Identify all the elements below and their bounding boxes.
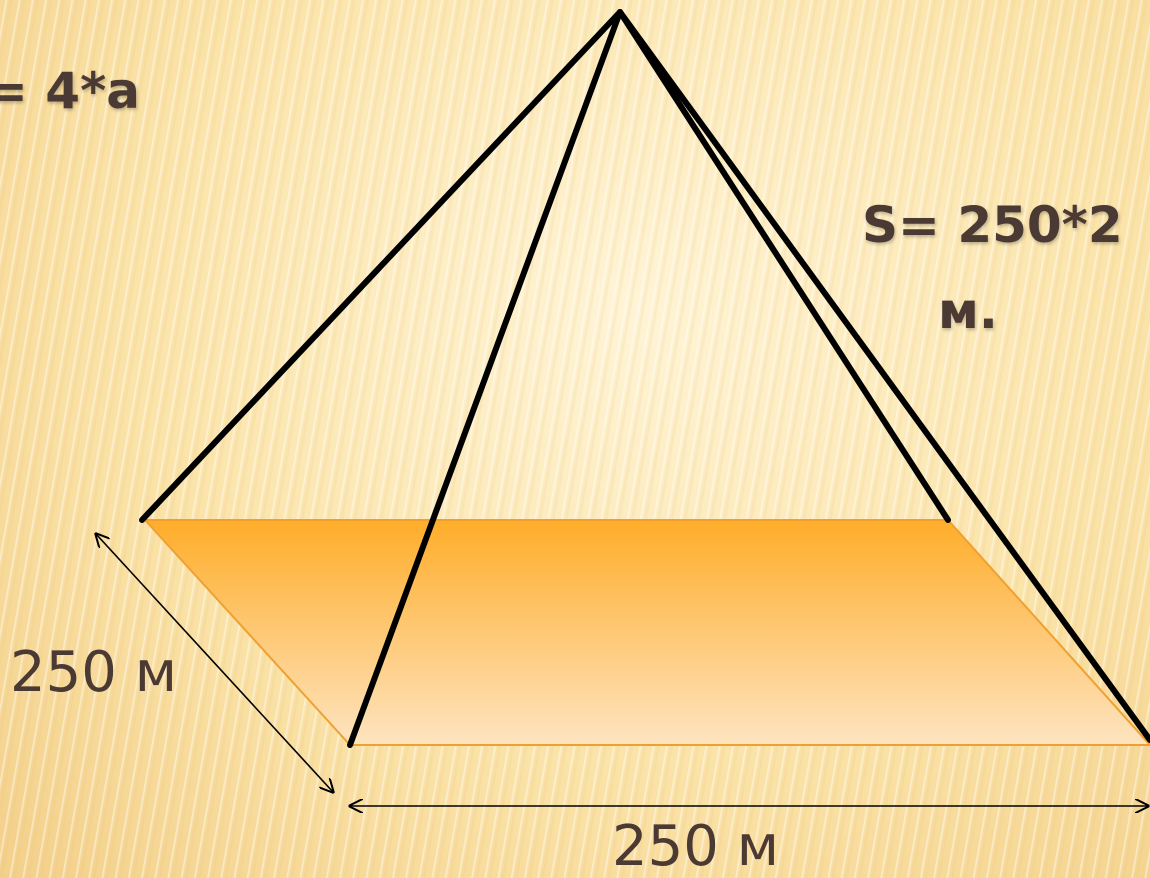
- side-dimension-arrow: [96, 534, 333, 792]
- area-formula-line1: S= 250*2: [862, 196, 1123, 254]
- area-formula-line2: м.: [938, 282, 998, 340]
- edge-apex-front-left: [347, 9, 623, 748]
- edge-apex-front-right: [617, 9, 1150, 743]
- edge-apex-back-left: [139, 9, 623, 523]
- perimeter-formula: = 4*a: [0, 62, 140, 120]
- pyramid-base: [142, 519, 1150, 746]
- base-dimension-label: 250 м: [612, 814, 779, 878]
- pyramid-edges: [139, 9, 1150, 748]
- side-dimension-label: 250 м: [10, 640, 177, 705]
- edge-apex-back-right: [617, 9, 951, 523]
